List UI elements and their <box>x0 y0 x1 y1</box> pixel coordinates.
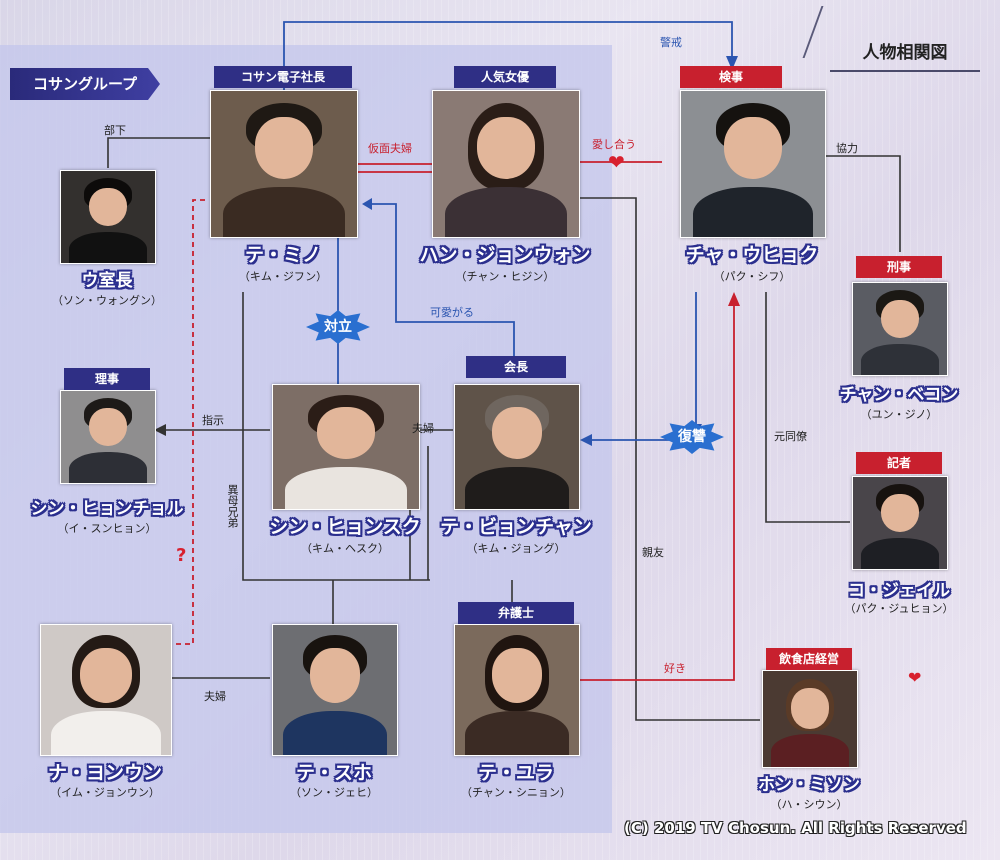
name-yura: テ・ユラ <box>477 762 554 784</box>
label-keikai: 警戒 <box>660 36 682 49</box>
line-motodoryo <box>765 292 850 523</box>
label-suki: 好き <box>664 662 686 675</box>
group-banner: コサングループ <box>10 68 160 100</box>
actor-jeongwon: （チャン・ヒジン） <box>455 270 555 283</box>
photo-jeil <box>852 476 948 570</box>
label-ibokyodai: 異母兄弟 <box>226 484 239 528</box>
photo-uhyok <box>680 90 826 238</box>
line-shinyu <box>580 197 760 721</box>
role-jeongwon: 人気女優 <box>454 66 556 88</box>
name-ushitsucho: ウ室長 <box>81 271 133 291</box>
label-fufu-2: 夫婦 <box>204 690 226 703</box>
role-mison: 飲食店経営 <box>766 648 852 670</box>
photo-begun <box>852 282 948 376</box>
line-ibokyodai <box>242 292 430 581</box>
heart-icon-aishiau: ❤ <box>608 150 625 174</box>
label-aishiau: 愛し合う <box>592 138 636 151</box>
actor-hyonsuku: （キム・ヘスク） <box>301 542 389 555</box>
label-buka: 部下 <box>104 124 126 137</box>
label-kyoryoku: 協力 <box>836 142 858 155</box>
copyright: (C) 2019 TV Chosun. All Rights Reserved <box>624 819 967 837</box>
heart-icon-mison: ❤ <box>908 668 922 687</box>
arrow-fukushu <box>580 434 592 446</box>
arrow-suki <box>728 292 740 306</box>
role-temino: コサン電子社長 <box>214 66 352 88</box>
actor-teso: （ソン・ジェヒ） <box>290 786 378 799</box>
photo-jeongwon <box>432 90 580 238</box>
actor-ushitsucho: （ソン・ウォングン） <box>52 294 162 307</box>
photo-ushitsucho <box>60 170 156 264</box>
name-hyonsuku: シン・ヒョンスク <box>269 516 421 538</box>
role-uhyok: 検事 <box>680 66 782 88</box>
question-mark: ? <box>176 545 187 566</box>
line-suki <box>580 304 735 681</box>
photo-byonchan <box>454 384 580 510</box>
photo-teso <box>272 624 398 756</box>
name-jeongwon: ハン・ジョンウォン <box>419 244 591 266</box>
photo-hyonsuku <box>272 384 420 510</box>
line-keikai <box>283 21 733 90</box>
label-kamen-fufu: 仮面夫婦 <box>368 142 412 155</box>
arrow-shiji <box>154 424 166 436</box>
label-kawaigaru: 可愛がる <box>430 306 474 319</box>
photo-hyonchol <box>60 390 156 484</box>
role-byonchan: 会長 <box>466 356 566 378</box>
photo-yonun <box>40 624 172 756</box>
actor-yonun: （イム・ジョンウン） <box>50 786 160 799</box>
actor-mison: （ハ・シウン） <box>770 798 848 811</box>
role-begun: 刑事 <box>856 256 942 278</box>
actor-hyonchol: （イ・スンヒョン） <box>57 522 157 535</box>
name-hyonchol: シン・ヒョンチョル <box>30 499 184 519</box>
name-byonchan: テ・ビョンチャン <box>440 516 592 538</box>
label-shinyu: 親友 <box>642 546 664 559</box>
photo-yura <box>454 624 580 756</box>
line-fukushu <box>590 292 697 441</box>
label-motodoryo: 元同僚 <box>774 430 807 443</box>
photo-mison <box>762 670 858 768</box>
arrow-keikai <box>726 56 738 70</box>
actor-temino: （キム・ジフン） <box>238 270 328 283</box>
line-buka <box>107 137 210 168</box>
name-mison: ホン・ミソン <box>758 775 860 795</box>
role-jeil: 記者 <box>856 452 942 474</box>
line-question <box>172 199 205 645</box>
role-yura: 弁護士 <box>458 602 574 624</box>
name-uhyok: チャ・ウヒョク <box>685 244 819 266</box>
actor-jeil: （パク・ジュヒョン） <box>844 602 954 615</box>
name-yonun: ナ・ヨンウン <box>47 762 162 784</box>
actor-begun: （ユン・ジノ） <box>860 408 938 421</box>
role-hyonchol: 理事 <box>64 368 150 390</box>
name-begun: チャン・ベコン <box>839 385 959 405</box>
label-fufu-1: 夫婦 <box>412 422 434 435</box>
actor-byonchan: （キム・ジョング） <box>466 542 566 555</box>
line-kawaigaru <box>372 203 515 356</box>
actor-yura: （チャン・シニョン） <box>461 786 571 799</box>
badge-tairitsu: 対立 <box>306 310 370 344</box>
label-shiji: 指示 <box>202 414 224 427</box>
badge-fukushu: 復讐 <box>660 420 724 454</box>
chart-title: 人物相関図 <box>830 36 980 72</box>
arrow-kawaigaru <box>362 198 372 210</box>
name-teso: テ・スホ <box>295 762 372 784</box>
photo-temino <box>210 90 358 238</box>
name-temino: テ・ミノ <box>244 244 321 266</box>
name-jeil: コ・ジェイル <box>848 581 950 601</box>
actor-uhyok: （パク・シフ） <box>713 270 791 283</box>
